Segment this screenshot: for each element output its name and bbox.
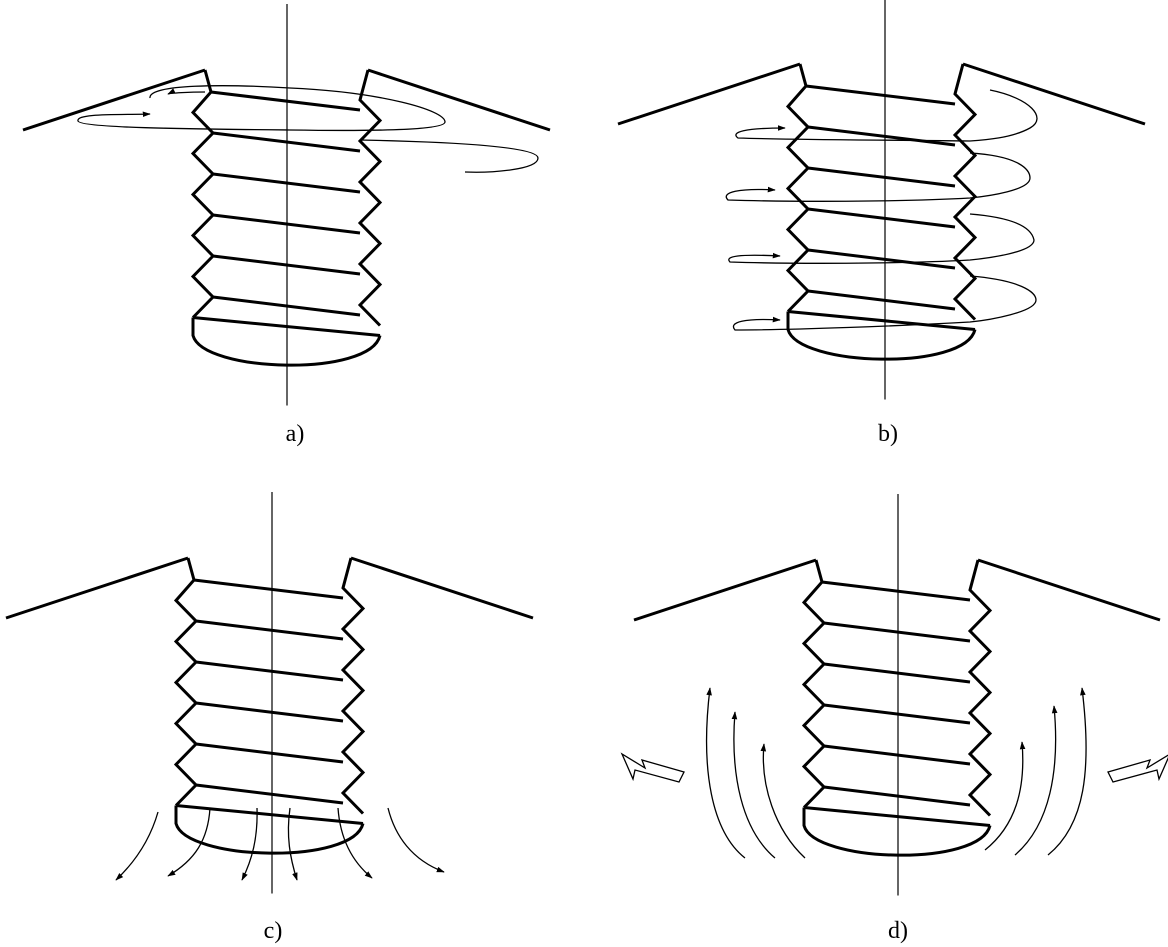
thread-helix-line: [823, 703, 971, 725]
thread-helix-line: [807, 125, 956, 147]
caption-c: c): [264, 918, 283, 944]
thread-right-edge: [967, 559, 993, 817]
thread-helix-line: [821, 580, 971, 602]
surface-left: [633, 558, 817, 622]
panel-d: d): [620, 494, 1168, 944]
panel-a: a): [22, 4, 551, 447]
thread-helix-line: [195, 701, 344, 723]
screw-tip: [191, 317, 382, 367]
surface-left: [5, 556, 189, 620]
thread-left-edge: [785, 63, 811, 313]
thread-helix-line: [823, 744, 971, 766]
thread-helix-line: [807, 166, 956, 188]
screw-c: [5, 492, 534, 894]
thread-left-edge: [190, 69, 216, 319]
screw-tip: [802, 807, 992, 857]
surface-left: [617, 62, 801, 126]
thread-right-edge: [357, 69, 383, 327]
surface-left: [22, 68, 206, 132]
surface-right: [977, 558, 1161, 622]
caption-a: a): [286, 421, 305, 447]
tip-edge-line: [803, 806, 991, 827]
thread-left-edge: [173, 557, 199, 807]
up-arrows-right-d: [984, 687, 1087, 856]
screw-a: [22, 4, 551, 406]
thread-helix-line: [195, 660, 344, 682]
swirl-arrows-a: [77, 85, 539, 173]
outward-arrow-right-d: [1107, 754, 1168, 783]
surface-right: [350, 556, 534, 620]
thread-left-edge: [801, 559, 827, 809]
thread-helix-line: [193, 578, 344, 600]
thread-helix-line: [807, 207, 956, 229]
thread-right-edge: [952, 63, 978, 321]
outward-arrow-left-d: [620, 752, 685, 783]
screw-tip: [786, 311, 977, 361]
swirl-arrows-b: [725, 89, 1038, 331]
down-arrows-c: [115, 807, 445, 881]
caption-b: b): [878, 421, 898, 447]
thread-helix-line: [823, 621, 971, 643]
surface-right: [367, 68, 551, 132]
tip-edge-line: [787, 310, 976, 331]
tip-edge-line: [175, 804, 364, 825]
thread-right-edge: [340, 557, 366, 815]
thread-helix-line: [805, 84, 956, 106]
screw-b: [617, 0, 1146, 400]
thread-helix-line: [210, 90, 361, 112]
up-arrows-left-d: [705, 687, 806, 859]
thread-helix-line: [823, 662, 971, 684]
thread-helix-line: [823, 785, 971, 807]
thread-helix-line: [195, 742, 344, 764]
thread-helix-line: [195, 783, 344, 805]
thread-helix-line: [807, 289, 956, 311]
caption-d: d): [888, 918, 908, 944]
thread-helix-line: [195, 619, 344, 641]
screw-d: [633, 494, 1161, 896]
panel-c: c): [5, 492, 534, 944]
screw-tip: [174, 805, 365, 855]
panel-b: b): [617, 0, 1146, 447]
surface-right: [962, 62, 1146, 126]
thread-helix-line: [807, 248, 956, 270]
